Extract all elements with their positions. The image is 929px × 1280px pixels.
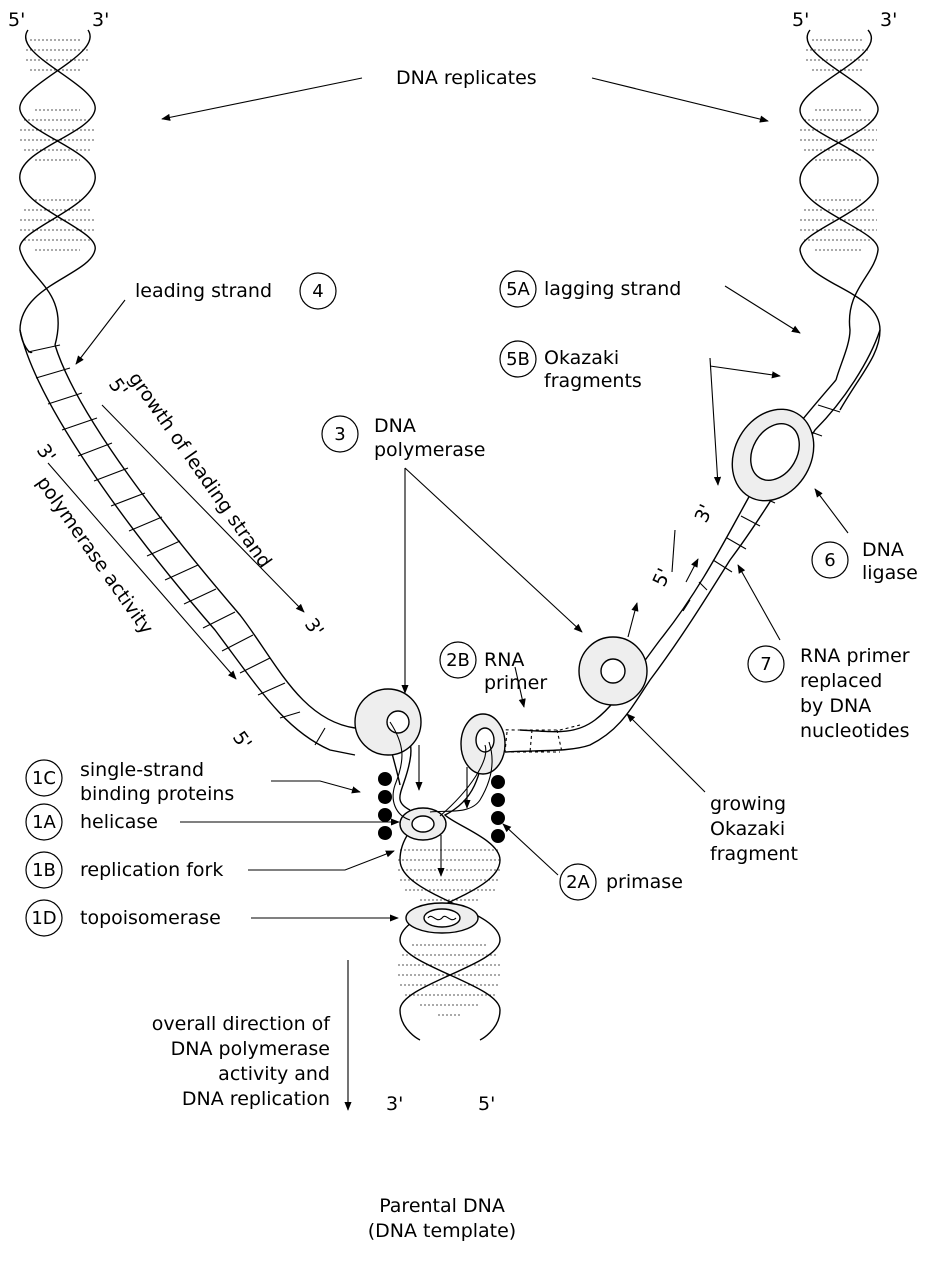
parental-dna-label-2: (DNA template) — [368, 1220, 516, 1242]
step-1d: 1D — [25, 899, 63, 937]
step-markers: 4 5A 5B 3 6 7 2B 2A 1C 1A 1B 1D — [25, 270, 849, 937]
overall-direction-label-4: DNA replication — [182, 1088, 330, 1110]
step-3: 3 — [321, 415, 359, 453]
growing-okazaki-fragment-label-2: Okazaki — [710, 818, 785, 840]
rna-primer-replaced-label-2: replaced — [800, 670, 882, 692]
step-1a: 1A — [25, 803, 63, 841]
growth-of-leading-strand-label: growth of leading strand — [124, 368, 276, 572]
dna-ligase — [731, 408, 815, 502]
svg-text:3: 3 — [334, 424, 345, 445]
rna-primer-label: RNA — [484, 649, 524, 671]
svg-text:1A: 1A — [32, 812, 56, 833]
svg-text:5': 5' — [478, 1093, 495, 1115]
step-1b: 1B — [25, 851, 63, 889]
dna-replicates-label: DNA replicates — [396, 67, 537, 89]
svg-text:3': 3' — [32, 440, 60, 467]
svg-text:5': 5' — [8, 9, 25, 31]
pointer-arrows — [47, 77, 849, 1111]
single-strand-binding-proteins-right — [491, 775, 505, 843]
polymerase-activity-label: polymerase activity — [32, 472, 158, 638]
step-2b: 2B — [439, 641, 477, 679]
dna-ligase-label-2: ligase — [862, 562, 918, 584]
dna-ligase-label: DNA — [862, 539, 904, 561]
single-strand-binding-proteins-left — [378, 772, 392, 840]
step-7: 7 — [747, 645, 785, 683]
growing-okazaki-fragment-label: growing — [710, 793, 786, 815]
okazaki-fragments-label: Okazaki — [544, 347, 619, 369]
topoisomerase — [405, 902, 479, 934]
svg-text:3': 3' — [300, 614, 328, 641]
svg-text:5B: 5B — [506, 349, 530, 370]
strand-end-labels: 5' 3' 5' 3' 3' 5' 3' 5' 5' 3' 5' 3' — [8, 9, 897, 1115]
rna-primer-replaced-label-4: nucleotides — [800, 720, 910, 742]
dna-polymerase-lagging — [578, 636, 648, 706]
single-strand-binding-proteins-label: single-strand — [80, 759, 204, 781]
step-2a: 2A — [559, 863, 597, 901]
svg-text:3': 3' — [386, 1093, 403, 1115]
leading-strand-label: leading strand — [135, 280, 272, 302]
svg-text:5A: 5A — [506, 279, 530, 300]
overall-direction-label: overall direction of — [152, 1013, 332, 1035]
svg-text:3': 3' — [691, 501, 718, 526]
svg-text:3': 3' — [92, 9, 109, 31]
left-daughter-helix — [19, 29, 356, 756]
dna-polymerase-label-2: polymerase — [374, 439, 485, 461]
svg-text:4: 4 — [312, 281, 323, 302]
leading-strand-rungs — [27, 344, 326, 746]
svg-text:5': 5' — [792, 9, 809, 31]
rna-primer-replaced-label-3: by DNA — [800, 695, 871, 717]
svg-text:2B: 2B — [446, 650, 470, 671]
replication-fork-label: replication fork — [80, 859, 223, 881]
svg-text:7: 7 — [760, 654, 771, 675]
dna-polymerase-label: DNA — [374, 415, 416, 437]
overall-direction-label-2: DNA polymerase — [171, 1038, 330, 1060]
svg-text:1C: 1C — [32, 768, 56, 789]
step-4: 4 — [299, 272, 337, 310]
step-5a: 5A — [499, 270, 537, 308]
step-6: 6 — [811, 541, 849, 579]
rna-primer-replaced-label: RNA primer — [800, 645, 910, 667]
dna-polymerase-leading — [354, 688, 422, 756]
rna-primer-label-2: primer — [484, 672, 547, 694]
parental-dna-label: Parental DNA — [379, 1195, 505, 1217]
lagging-strand-label: lagging strand — [544, 278, 681, 300]
svg-text:1D: 1D — [31, 908, 56, 929]
growing-okazaki-fragment-label-3: fragment — [710, 843, 798, 865]
okazaki-fragments-label-2: fragments — [544, 370, 642, 392]
svg-text:2A: 2A — [566, 872, 590, 893]
svg-text:6: 6 — [824, 550, 835, 571]
single-strand-binding-proteins-label-2: binding proteins — [80, 783, 234, 805]
helicase — [399, 807, 447, 841]
helicase-label: helicase — [80, 811, 158, 833]
right-daughter-helix — [481, 29, 881, 753]
step-5b: 5B — [499, 340, 537, 378]
overall-direction-label-3: activity and — [218, 1063, 330, 1085]
topoisomerase-label: topoisomerase — [80, 907, 221, 929]
svg-text:1B: 1B — [32, 860, 56, 881]
primase — [460, 713, 506, 775]
svg-text:3': 3' — [880, 9, 897, 31]
step-1c: 1C — [25, 759, 63, 797]
svg-text:5': 5' — [228, 727, 256, 754]
primase-label: primase — [606, 871, 683, 893]
